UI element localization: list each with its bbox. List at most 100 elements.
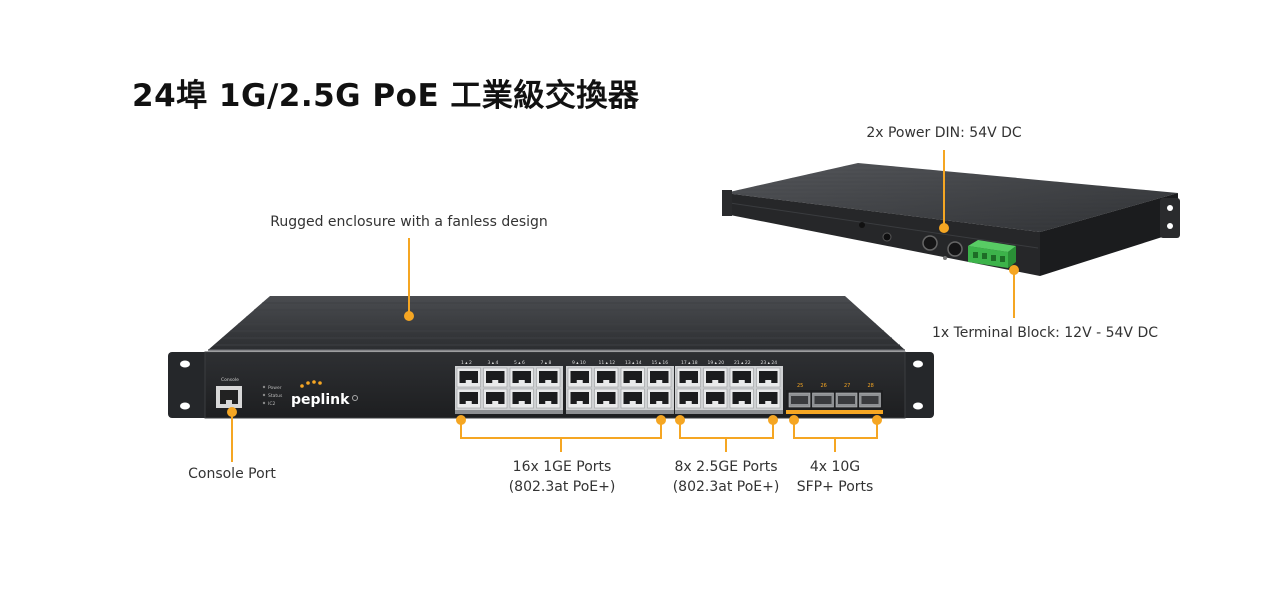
- rj45-port-socket: [732, 392, 751, 404]
- label-terminal-block: 1x Terminal Block: 12V - 54V DC: [931, 325, 1159, 341]
- rj45-port-socket: [597, 392, 616, 404]
- label-1ge-line1: 16x 1GE Ports: [512, 459, 612, 475]
- rj45-port-socket: [623, 392, 642, 404]
- rear-right-side: [1040, 193, 1178, 276]
- rj45-port-latch: [712, 401, 719, 404]
- reset-button: [352, 395, 358, 401]
- port-block-strip: [455, 410, 563, 414]
- power-din-1: [922, 235, 938, 251]
- rj45-port-latch: [603, 380, 610, 383]
- console-text: Console: [221, 377, 239, 383]
- rj45-port-socket: [706, 371, 725, 383]
- rj45-port-latch: [685, 380, 692, 383]
- port-group-label: 5 ▴ 6: [514, 360, 525, 366]
- label-console-port: Console Port: [188, 466, 276, 482]
- sfp-cage-opening: [791, 396, 808, 404]
- label-sfp-line1: 4x 10G: [809, 459, 861, 475]
- rj45-port-socket: [459, 392, 478, 404]
- front-top-surface: [208, 296, 905, 350]
- label-sfp-ports: 4x 10G SFP+ Ports: [797, 457, 874, 497]
- rj45-port-socket: [679, 392, 698, 404]
- rj45-port-socket: [597, 371, 616, 383]
- label-power-din: 2x Power DIN: 54V DC: [866, 125, 1022, 141]
- rj45-port-latch: [603, 401, 610, 404]
- label-1ge-line2: (802.3at PoE+): [508, 479, 616, 495]
- sfp-cage-opening: [814, 396, 832, 404]
- port-group-label: 3 ▴ 4: [488, 360, 499, 366]
- port-block-strip: [675, 410, 783, 414]
- sfp-accent-strip: [786, 410, 883, 414]
- rj45-port-socket: [512, 392, 531, 404]
- rj45-port-socket: [759, 371, 778, 383]
- rj45-port-socket: [539, 371, 558, 383]
- port-group-label: 1 ▴ 2: [461, 360, 472, 366]
- rj45-port-socket: [706, 392, 725, 404]
- rj45-port-latch: [629, 380, 636, 383]
- rj45-port-socket: [570, 371, 589, 383]
- sfp-cage-opening: [838, 396, 855, 404]
- rear-ear-right: [1160, 198, 1180, 238]
- rj45-port-area: 1 ▴ 2 3 ▴ 4 5 ▴ 6 7 ▴ 8 9 ▴ 10 11 ▴ 12 13 ▴ 14…: [455, 360, 783, 414]
- rj45-port-latch: [629, 401, 636, 404]
- callout-dots: [227, 223, 1019, 425]
- rj45-port-latch: [765, 401, 772, 404]
- sfp-number: 27: [844, 383, 850, 389]
- front-ear-left: [168, 352, 210, 418]
- rj45-port-latch: [685, 401, 692, 404]
- rj45-port-latch: [656, 380, 663, 383]
- label-25ge-line2: (802.3at PoE+): [672, 479, 780, 495]
- label-25ge-ports: 8x 2.5GE Ports (802.3at PoE+): [673, 457, 780, 497]
- label-1ge-ports: 16x 1GE Ports (802.3at PoE+): [509, 457, 616, 497]
- label-25ge-line1: 8x 2.5GE Ports: [674, 459, 778, 475]
- sfp-number: 28: [868, 383, 874, 389]
- rj45-port-latch: [576, 380, 583, 383]
- led-label-status: Status: [268, 393, 283, 399]
- port-group-label: 19 ▴ 20: [708, 360, 725, 366]
- port-group-label: 13 ▴ 14: [625, 360, 642, 366]
- power-din-2: [947, 241, 963, 257]
- rj45-port-latch: [738, 401, 745, 404]
- rj45-port-latch: [492, 380, 499, 383]
- rj45-port-latch: [518, 380, 525, 383]
- callout-bracket-1ge: [460, 420, 662, 439]
- rj45-port-socket: [679, 371, 698, 383]
- port-block-strip: [566, 410, 674, 414]
- brand-text: peplink: [291, 392, 350, 408]
- brand-logo: peplink: [291, 380, 350, 408]
- rj45-port-socket: [539, 392, 558, 404]
- port-group-label: 15 ▴ 16: [652, 360, 669, 366]
- rj45-port-latch: [765, 380, 772, 383]
- label-enclosure: Rugged enclosure with a fanless design: [270, 214, 548, 230]
- port-group-label: 9 ▴ 10: [572, 360, 586, 366]
- rj45-port-socket: [732, 371, 751, 383]
- rear-ear-left: [722, 190, 732, 216]
- port-group-label: 11 ▴ 12: [599, 360, 616, 366]
- sfp-number: 26: [821, 383, 827, 389]
- rj45-port-socket: [512, 371, 531, 383]
- rj45-port-latch: [712, 380, 719, 383]
- rj45-port-socket: [759, 392, 778, 404]
- rj45-port-latch: [576, 401, 583, 404]
- label-sfp-line2: SFP+ Ports: [796, 479, 874, 495]
- rj45-port-latch: [465, 401, 472, 404]
- front-view-device: Console Power Status IC2 peplink 1 ▴ 2 3 …: [168, 296, 934, 419]
- port-group-label: 7 ▴ 8: [541, 360, 552, 366]
- rj45-port-socket: [650, 371, 669, 383]
- led-label-power: Power: [268, 385, 282, 391]
- callout-bracket-25ge: [679, 420, 774, 439]
- port-group-label: 23 ▴ 24: [761, 360, 778, 366]
- led-label-ic2: IC2: [268, 401, 275, 407]
- rj45-port-latch: [738, 380, 745, 383]
- led-indicators: Power Status IC2: [262, 385, 283, 407]
- callout-lines: [231, 150, 1015, 462]
- rj45-port-latch: [545, 380, 552, 383]
- rj45-port-latch: [492, 401, 499, 404]
- sfp-number: 25: [797, 383, 803, 389]
- rj45-port-socket: [570, 392, 589, 404]
- rj45-port-socket: [459, 371, 478, 383]
- rj45-port-socket: [486, 371, 505, 383]
- callout-bracket-sfp: [793, 420, 878, 439]
- rear-view-device: [722, 163, 1180, 276]
- sfp-port-area: 25 26 27 28: [786, 383, 883, 414]
- rj45-port-socket: [486, 392, 505, 404]
